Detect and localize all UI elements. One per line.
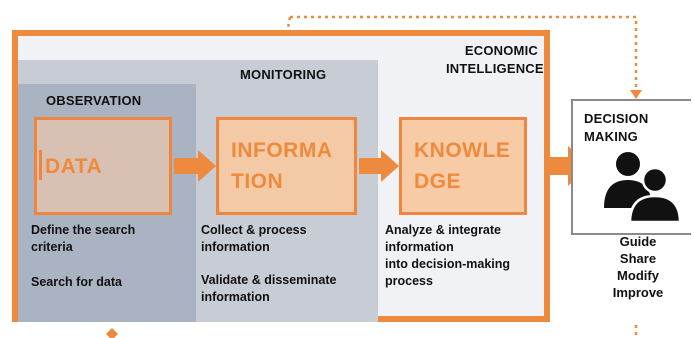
making-label: MAKING xyxy=(584,129,638,144)
decision-actions: Guide Share Modify Improve xyxy=(588,233,688,301)
data-label-line1: DATA xyxy=(45,154,103,178)
information-desc-line1: Collect & process xyxy=(201,223,307,237)
data-desc-line3: Search for data xyxy=(31,275,123,289)
knowledge-label-line1: KNOWLE xyxy=(414,139,511,162)
decision-making-title: DECISION MAKING xyxy=(584,110,648,146)
arrow-data-to-information xyxy=(174,150,216,182)
knowledge-description: Analyze & integrate information into dec… xyxy=(385,222,510,290)
information-desc-line2: information xyxy=(201,240,270,254)
data-desc-line1: Define the search xyxy=(31,223,136,237)
bottom-arrowhead xyxy=(106,328,118,338)
data-box-label: DATA xyxy=(37,151,102,182)
decision-label: DECISION xyxy=(584,111,649,126)
action-modify: Modify xyxy=(617,268,659,283)
information-box: INFORMA TION xyxy=(216,117,357,215)
information-label-line2: TION xyxy=(231,170,284,193)
knowledge-desc-line4: process xyxy=(385,274,433,288)
information-description: Collect & process information Validate &… xyxy=(201,222,336,306)
action-improve: Improve xyxy=(612,285,664,300)
intelligence-label: INTELLIGENCE xyxy=(446,61,544,76)
arrow-information-to-knowledge xyxy=(359,150,399,182)
economic-intelligence-title: ECONOMIC INTELLIGENCE xyxy=(446,42,544,78)
knowledge-desc-line2: information xyxy=(385,240,454,254)
people-icon xyxy=(604,152,682,222)
knowledge-box-label: KNOWLE DGE xyxy=(402,120,510,197)
economic-label: ECONOMIC xyxy=(464,43,538,58)
knowledge-desc-line3: into decision-making xyxy=(385,257,511,271)
knowledge-box: KNOWLE DGE xyxy=(399,117,527,215)
knowledge-desc-line1: Analyze & integrate xyxy=(385,223,502,237)
information-desc-line4: information xyxy=(201,290,270,304)
data-description: Define the search criteria Search for da… xyxy=(31,222,135,291)
observation-title: OBSERVATION xyxy=(46,93,142,108)
data-desc-line2: criteria xyxy=(31,240,73,254)
monitoring-title: MONITORING xyxy=(240,67,327,82)
action-guide: Guide xyxy=(619,234,657,249)
feedback-dotted-line xyxy=(286,15,638,92)
data-box-marker xyxy=(39,150,42,180)
action-share: Share xyxy=(619,251,657,266)
information-desc-line3: Validate & disseminate xyxy=(201,273,337,287)
feedback-arrowhead xyxy=(630,90,642,99)
knowledge-label-line2: DGE xyxy=(414,170,462,193)
information-box-label: INFORMA TION xyxy=(219,135,333,197)
data-box: DATA xyxy=(34,117,172,215)
information-label-line1: INFORMA xyxy=(231,139,333,162)
